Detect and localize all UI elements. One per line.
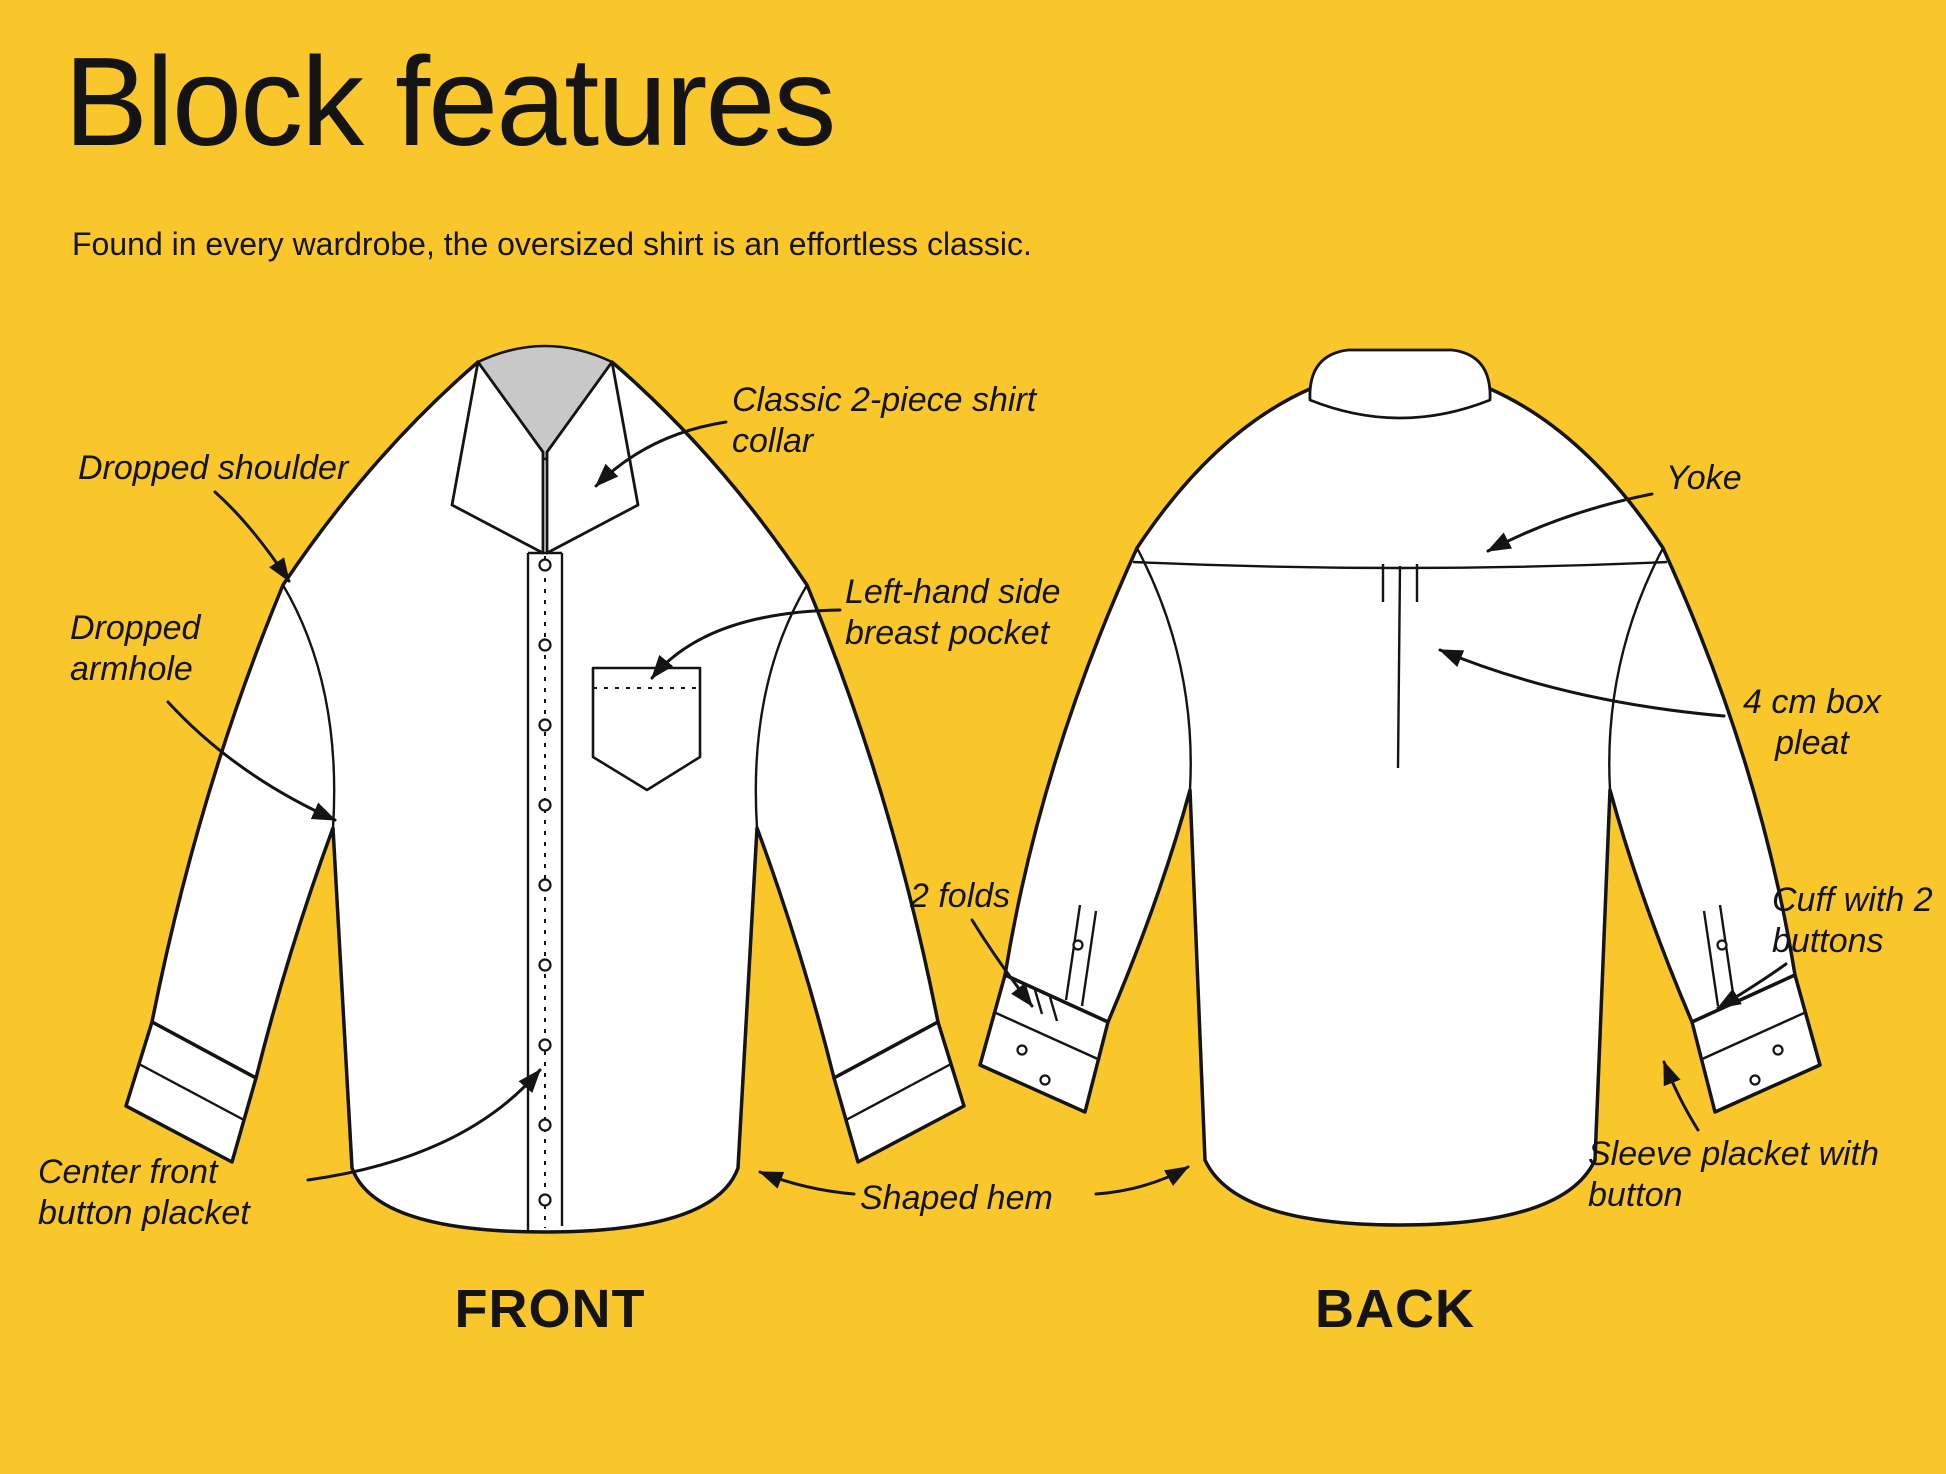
label-button-placket: Center front button placket [38,1153,250,1233]
arrow-dropped-shoulder [213,490,291,583]
arrow-collar [594,420,728,488]
front-placket [526,551,564,1230]
back-collar [1308,348,1492,420]
label-shaped-hem: Shaped hem [860,1179,1053,1217]
arrow-box-pleat [1438,648,1726,718]
page-title: Block features [64,31,836,172]
label-dropped-armhole: Dropped armhole [70,609,201,689]
arrow-cuff-buttons [1716,962,1788,1010]
front-shirt-drawing [124,344,966,1234]
front-body-outline [150,360,940,1234]
label-sleeve-placket: Sleeve placket with button [1588,1135,1880,1215]
arrow-2-folds [970,918,1034,1008]
back-left-sleeve-placket [1064,904,1098,1007]
back-right-cuff-buttons [1749,1044,1784,1086]
page-subtitle: Found in every wardrobe, the oversized s… [72,226,1032,262]
arrow-dropped-armhole [166,700,337,822]
back-box-pleat [1381,564,1419,769]
arrow-shaped-hem-left [758,1170,856,1196]
label-yoke: Yoke [1666,459,1742,497]
front-collar-left-leaf [450,360,545,555]
front-right-armhole-seam [754,584,809,829]
label-box-pleat: 4 cm box pleat [1743,683,1881,763]
back-shirt-drawing [978,348,1822,1227]
label-cuff-buttons: Cuff with 2 buttons [1772,881,1933,961]
arrow-yoke [1486,492,1654,553]
front-placket-buttons [538,558,552,1207]
arrow-button-placket [306,1068,542,1182]
label-dropped-shoulder: Dropped shoulder [78,449,349,487]
label-breast-pocket: Left-hand side breast pocket [845,573,1061,653]
back-body-outline [1003,386,1797,1227]
back-right-sleeve-placket [1702,904,1736,1007]
caption-front: FRONT [454,1279,646,1339]
front-breast-pocket [591,666,702,792]
caption-back: BACK [1315,1279,1475,1339]
back-left-cuff [978,973,1110,1114]
label-2-folds: 2 folds [910,877,1011,915]
label-shirt-collar: Classic 2-piece shirt collar [732,381,1037,461]
back-left-cuff-buttons [1016,1044,1051,1086]
annotation-arrows [166,420,1788,1196]
back-left-cuff-folds [1033,989,1059,1022]
arrow-breast-pocket [650,608,842,680]
arrow-shaped-hem-right [1094,1165,1190,1196]
front-left-armhole-seam [281,584,336,829]
arrow-sleeve-placket [1662,1060,1700,1132]
